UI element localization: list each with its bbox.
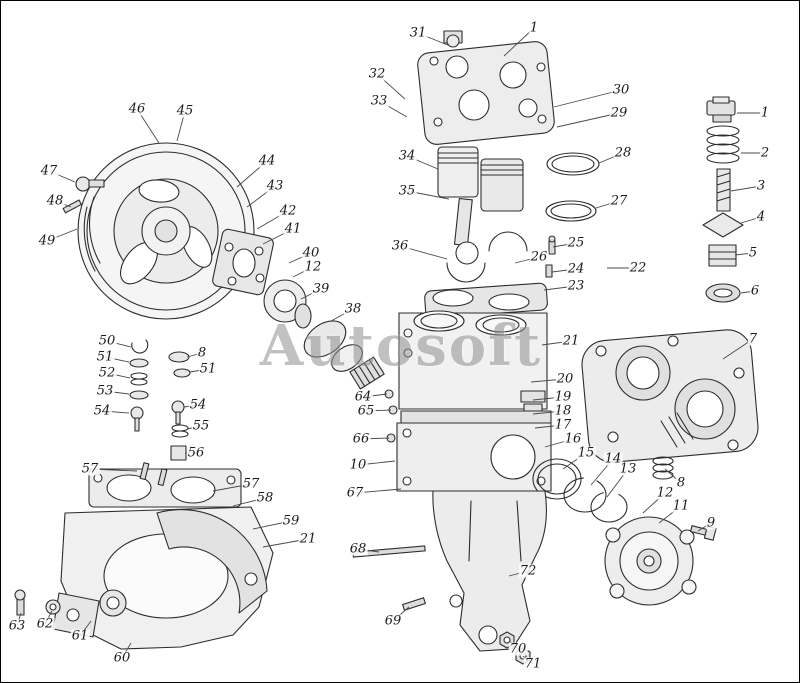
cylinder-head <box>417 30 555 145</box>
end-cover <box>581 329 759 480</box>
crankcase <box>52 468 274 650</box>
leader-line <box>598 152 624 164</box>
cylinder-block <box>396 310 552 492</box>
leader-line <box>357 460 396 466</box>
leader-line <box>236 160 268 188</box>
leader-line <box>288 252 312 264</box>
leader-line <box>365 409 392 412</box>
leader-line <box>256 210 289 230</box>
leader-line <box>183 404 199 408</box>
crankcase-fasteners <box>14 589 61 616</box>
leader-line <box>378 100 408 118</box>
mounting-bracket <box>432 490 547 652</box>
leader-line <box>189 368 209 373</box>
leader-line <box>176 110 186 142</box>
leader-line <box>595 200 620 209</box>
leader-line <box>590 458 614 486</box>
leader-line <box>552 242 577 248</box>
leader-line <box>658 505 682 524</box>
leader-line <box>292 266 314 278</box>
leader-line <box>553 89 622 108</box>
leader-line <box>330 308 354 322</box>
pulley-bolt <box>75 176 105 192</box>
leader-line <box>46 228 78 242</box>
bearing-cover <box>604 516 717 606</box>
leader-line <box>106 340 132 348</box>
leader-line <box>406 155 439 170</box>
leader-line <box>354 488 402 494</box>
leader-line <box>360 437 390 440</box>
leader-line <box>136 108 160 144</box>
woodruff-key <box>62 199 82 214</box>
leader-line <box>606 468 629 498</box>
seal-rings <box>532 458 628 523</box>
leader-line <box>730 185 762 192</box>
leader-line <box>54 200 72 208</box>
leader-line <box>186 425 202 430</box>
unloader-valve-parts <box>702 96 744 303</box>
leader-line <box>740 216 762 224</box>
leader-line <box>186 352 203 358</box>
leader-line <box>48 170 76 183</box>
block-fittings <box>384 389 398 443</box>
leader-line <box>740 290 756 294</box>
leader-line <box>262 228 294 245</box>
leader-line <box>362 393 388 398</box>
pulley <box>77 142 255 320</box>
pistons <box>437 146 524 212</box>
leader-line <box>734 252 754 256</box>
leader-line <box>246 185 276 208</box>
leader-line <box>399 245 448 260</box>
piston-rings <box>545 152 600 222</box>
leader-line <box>556 112 620 128</box>
top-flange <box>424 282 548 319</box>
valve-kit <box>129 339 191 487</box>
leader-line <box>551 268 577 273</box>
leader-line <box>664 468 682 484</box>
leader-line <box>104 356 130 363</box>
leader-line <box>514 256 540 264</box>
leader-line <box>101 410 130 414</box>
connecting-rod <box>446 197 528 283</box>
leader-line <box>376 73 406 100</box>
leader-line <box>392 606 410 622</box>
leader-line <box>104 390 130 395</box>
leader-line <box>543 285 577 291</box>
leader-line <box>262 538 309 548</box>
crankshaft-parts <box>212 228 385 390</box>
leader-line <box>642 492 666 514</box>
leader-line <box>106 372 131 379</box>
